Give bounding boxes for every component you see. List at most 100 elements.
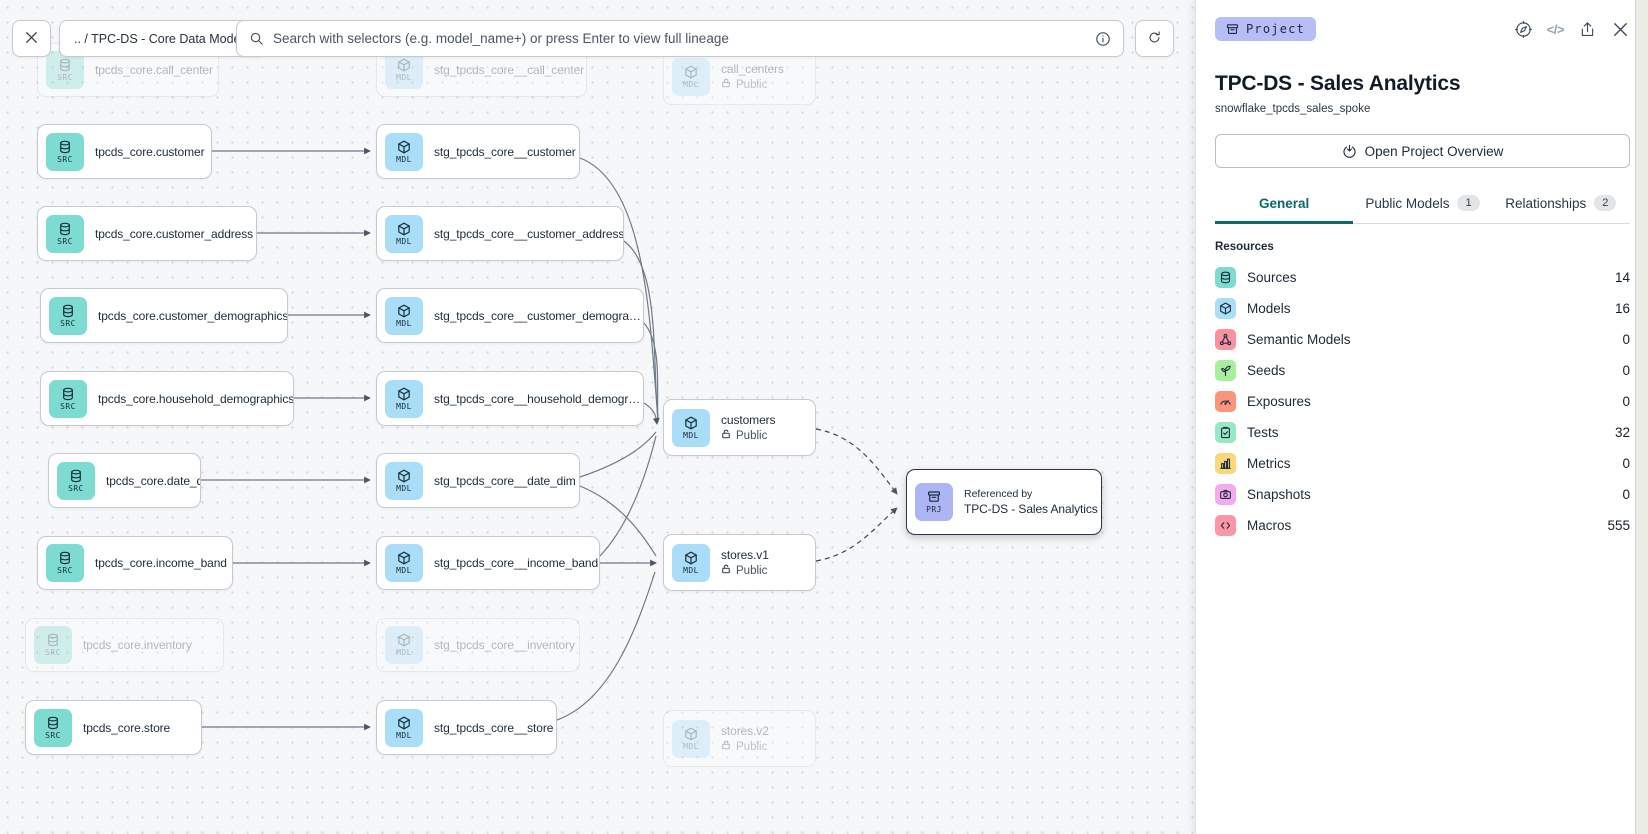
lineage-node[interactable]: SRC tpcds_core.store <box>25 700 202 755</box>
search-input[interactable] <box>273 31 1086 46</box>
node-label: tpcds_core.store <box>83 720 171 735</box>
node-label: stg_tpcds_core__call_center <box>434 63 585 77</box>
resource-count: 0 <box>1622 394 1630 409</box>
refresh-icon <box>1146 29 1163 49</box>
source-icon: SRC <box>49 379 87 418</box>
lineage-edge <box>599 435 657 557</box>
model-icon: MDL <box>385 379 423 418</box>
open-project-overview-button[interactable]: Open Project Overview <box>1215 134 1630 168</box>
node-label: stores.v1 <box>721 548 769 562</box>
breadcrumb[interactable]: .. / TPC-DS - Core Data Models <box>59 20 265 57</box>
resource-label: Macros <box>1247 518 1292 533</box>
node-label: tpcds_core.call_center <box>95 63 213 77</box>
scrollbar[interactable] <box>1635 0 1648 834</box>
node-label: stg_tpcds_core__customer_demogra… <box>434 308 641 323</box>
project-type-label: Project <box>1246 22 1305 36</box>
code-icon[interactable]: </> <box>1546 22 1565 37</box>
source-icon: SRC <box>34 626 72 664</box>
project-icon: PRJ <box>915 483 953 521</box>
public-lock-icon <box>721 740 731 753</box>
node-label: call_centers <box>721 62 784 76</box>
refresh-button[interactable] <box>1135 20 1174 57</box>
lineage-edge <box>815 428 898 495</box>
share-icon[interactable] <box>1578 20 1597 39</box>
node-access-label: Public <box>721 740 769 753</box>
node-label: stg_tpcds_core__customer <box>434 144 576 159</box>
close-lineage-button[interactable] <box>12 20 51 57</box>
node-label: customers <box>721 413 776 427</box>
lineage-node[interactable]: SRC tpcds_core.household_demographics <box>40 371 294 426</box>
details-panel: Project </> TPC-DS - Sales Analytics sno… <box>1195 0 1648 834</box>
resource-count: 555 <box>1607 518 1630 533</box>
project-overview-icon <box>1343 144 1356 158</box>
explore-compass-icon[interactable] <box>1514 20 1533 39</box>
node-label: TPC-DS - Sales Analytics <box>964 502 1098 516</box>
node-label: stores.v2 <box>721 724 769 738</box>
tab-general[interactable]: General <box>1215 189 1354 224</box>
node-label: tpcds_core.inventory <box>83 638 192 652</box>
info-icon[interactable] <box>1095 31 1111 47</box>
node-label: tpcds_core.customer <box>95 144 205 159</box>
tab-label: General <box>1259 195 1310 211</box>
close-icon <box>23 29 40 49</box>
resource-count: 0 <box>1622 487 1630 502</box>
panel-actions: </> <box>1514 17 1630 39</box>
resource-label: Metrics <box>1247 456 1291 471</box>
lineage-edge <box>643 322 659 423</box>
lineage-edge <box>623 240 659 421</box>
model-icon: MDL <box>385 461 423 500</box>
node-label: tpcds_core.household_demographics <box>98 391 294 406</box>
lineage-node[interactable]: MDL stg_tpcds_core__date_dim <box>376 453 580 508</box>
lineage-edge <box>556 571 656 721</box>
resource-label: Tests <box>1247 425 1279 440</box>
macro-icon <box>1215 515 1236 536</box>
node-label: stg_tpcds_core__customer_address <box>434 226 624 241</box>
resource-row[interactable]: Macros 555 <box>1215 510 1630 541</box>
resources-heading: Resources <box>1215 241 1274 253</box>
project-type-badge: Project <box>1215 17 1316 41</box>
search-bar <box>236 20 1124 57</box>
lineage-node[interactable]: SRC tpcds_core.inventory <box>25 618 224 672</box>
node-label: stg_tpcds_core__date_dim <box>434 473 576 488</box>
tab-label: Relationships <box>1505 195 1587 211</box>
model-icon: MDL <box>385 626 423 664</box>
project-subtitle: snowflake_tpcds_sales_spoke <box>1215 103 1371 115</box>
camera-icon <box>1215 484 1236 505</box>
close-panel-icon[interactable] <box>1611 20 1630 39</box>
node-label: tpcds_core.customer_demographics <box>98 308 288 323</box>
lineage-edge <box>579 485 657 557</box>
source-icon: SRC <box>34 708 72 747</box>
panel-header: Project </> <box>1215 17 1630 41</box>
resource-count: 0 <box>1622 332 1630 347</box>
